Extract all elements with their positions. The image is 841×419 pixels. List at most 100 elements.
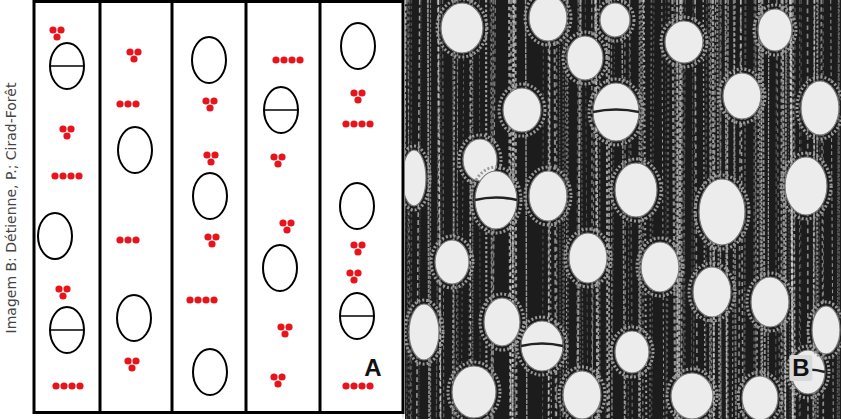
parenchyma-dot: [124, 236, 131, 243]
perforation-line: [264, 109, 298, 111]
ray-line: [838, 0, 839, 419]
vessel-pore: [529, 171, 567, 221]
parenchyma-dot: [285, 323, 292, 330]
vessel-pore: [812, 306, 840, 354]
parenchyma-halo: [471, 167, 521, 233]
parenchyma-dot: [354, 248, 361, 255]
vessel-pore: [785, 157, 827, 215]
ray-line: [675, 0, 677, 419]
panel-border: [34, 2, 403, 413]
parenchyma-halo: [480, 294, 524, 350]
ray-line: [453, 0, 454, 419]
parenchyma-dot: [212, 233, 219, 240]
vessel-pore: [615, 331, 649, 373]
parenchyma-dot: [59, 125, 66, 132]
vessel-pore: [567, 36, 603, 80]
parenchyma-dot: [278, 373, 285, 380]
parenchyma-dot: [59, 172, 66, 179]
parenchyma-dot: [358, 89, 365, 96]
ray-line: [781, 0, 783, 419]
perforation-line: [50, 65, 84, 67]
parenchyma-halo: [517, 317, 567, 375]
vessel-pore: [402, 150, 426, 206]
perforation-plate: [475, 198, 517, 201]
ray-line: [461, 0, 464, 419]
vessel-pore: [435, 240, 469, 284]
perforation-line: [340, 315, 374, 317]
parenchyma-halo: [525, 167, 571, 225]
parenchyma-dot: [203, 151, 210, 158]
vessel-pore: [751, 277, 789, 327]
parenchyma-halo: [437, 0, 487, 57]
parenchyma-halo: [719, 69, 765, 123]
parenchyma-dot: [52, 382, 59, 389]
parenchyma-dot: [116, 236, 123, 243]
ray-line: [755, 0, 756, 419]
parenchyma-halo: [559, 367, 605, 419]
ray-line: [667, 0, 669, 419]
vessel-oval: [193, 173, 227, 219]
vessel-pore: [409, 304, 439, 360]
wood-rays: [403, 0, 839, 419]
parenchyma-dot: [194, 296, 201, 303]
parenchyma-dot: [204, 233, 211, 240]
ray-line: [775, 0, 777, 419]
ray-line: [838, 0, 840, 419]
parenchyma-dot: [288, 56, 295, 63]
ray-line: [662, 0, 664, 419]
parenchyma-halo: [563, 32, 607, 84]
vessel-pore: [693, 267, 731, 317]
parenchyma-halo: [499, 84, 545, 136]
parenchyma-dot: [211, 151, 218, 158]
vessel-pore: [742, 376, 778, 419]
parenchyma-dot: [350, 276, 357, 283]
parenchyma-dot: [206, 104, 213, 111]
parenchyma-halo: [808, 302, 841, 358]
parenchyma-halo: [611, 159, 661, 221]
parenchyma-dot: [55, 285, 62, 292]
perforation-plate: [521, 344, 563, 347]
ray-line: [612, 0, 615, 419]
parenchyma-halo: [589, 79, 643, 145]
vessel-oval: [340, 183, 374, 229]
parenchyma-dot: [53, 33, 60, 40]
perforation-line: [50, 329, 84, 331]
parenchyma-dot: [366, 120, 373, 127]
parenchyma-dot: [49, 26, 56, 33]
parenchyma-dot: [207, 158, 214, 165]
parenchyma-dot: [208, 240, 215, 247]
column-divider: [245, 0, 248, 414]
parenchyma-dot: [60, 382, 67, 389]
parenchyma-dot: [354, 269, 361, 276]
vessel-pore: [665, 21, 703, 63]
vessel-oval: [117, 295, 151, 341]
parenchyma-dot: [366, 382, 373, 389]
vessel-pore: [569, 233, 607, 283]
parenchyma-halo: [754, 5, 796, 55]
ray-line: [665, 0, 667, 419]
vessel-pore: [503, 88, 541, 132]
parenchyma-dot: [202, 97, 209, 104]
ray-line: [440, 0, 441, 419]
column-divider: [319, 0, 322, 414]
parenchyma-dot: [280, 56, 287, 63]
vessel-pore: [671, 373, 713, 419]
parenchyma-dot: [210, 296, 217, 303]
vessel-pore: [452, 366, 496, 418]
vessel-oval: [118, 127, 152, 173]
parenchyma-halo: [738, 372, 782, 419]
parenchyma-dot: [281, 330, 288, 337]
parenchyma-dot: [283, 226, 290, 233]
parenchyma-halo: [747, 273, 793, 331]
parenchyma-dot: [350, 120, 357, 127]
ray-line: [777, 0, 780, 419]
parenchyma-dot: [358, 241, 365, 248]
parenchyma-halo: [667, 369, 717, 419]
parenchyma-halo: [637, 238, 683, 296]
panel-letter: B: [789, 355, 812, 381]
vessel-pore: [475, 171, 517, 229]
vessel-oval: [340, 293, 374, 339]
ray-line: [456, 0, 458, 419]
vessel-pore: [484, 298, 520, 346]
